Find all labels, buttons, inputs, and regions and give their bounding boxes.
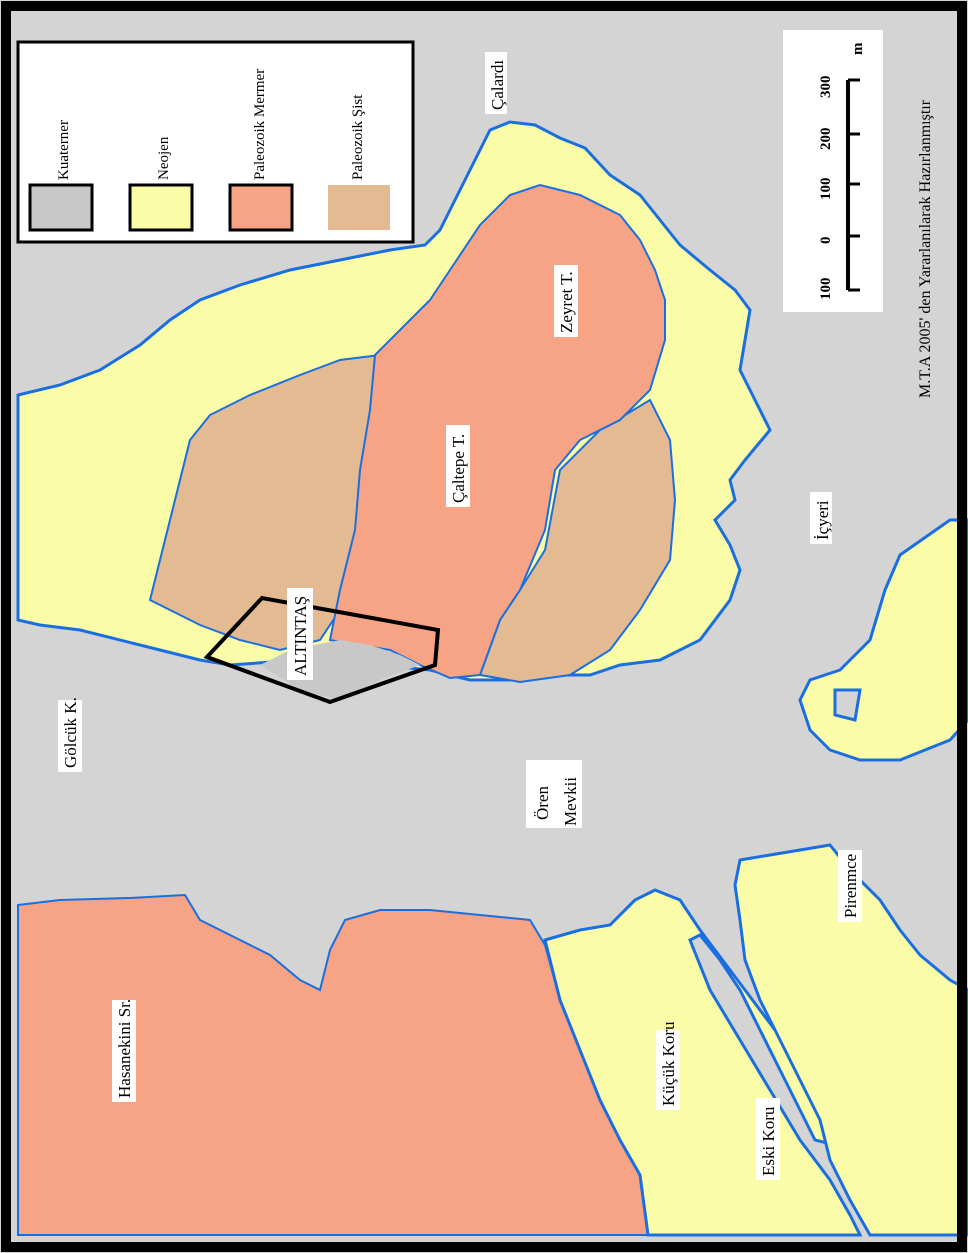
label-mevkii-text: Mevkii (561, 777, 580, 826)
label-calardi: Çalardı (485, 52, 507, 114)
label-hasanekini: Hasanekini Sr. (112, 999, 136, 1102)
map-credit: M.T.A 2005' den Yararlanılarak Hazırlanm… (917, 99, 934, 398)
label-kucuk-koru-text: Küçük Koru (659, 1021, 678, 1106)
scale-bar: m 100 0 100 200 300 (783, 30, 883, 312)
legend-swatch-paleozoik-sist (328, 185, 390, 230)
label-pirenmce-text: Pirenmce (841, 854, 860, 918)
scale-tick-label: 100 (818, 278, 834, 301)
scale-tick-label: 200 (818, 128, 834, 151)
legend-label-kuaterner: Kuaterner (56, 120, 72, 180)
label-caltepe-text: Çaltepe T. (449, 434, 468, 503)
legend-swatch-paleozoik-mermer (228, 183, 294, 232)
neojen-koru-area (543, 888, 863, 1237)
label-zeyret-text: Zeyret T. (557, 271, 576, 333)
scale-bar-box (783, 30, 883, 312)
legend-label-paleozoik-sist: Paleozoik Şist (350, 94, 366, 180)
legend-label-paleozoik-mermer: Paleozoik Mermer (252, 69, 268, 180)
label-calardi-text: Çalardı (488, 60, 507, 110)
legend-label-neojen: Neojen (156, 136, 172, 180)
label-golcuk: Gölcük K. (58, 697, 82, 772)
legend: Kuaterner Neojen Paleozoik Mermer Paleoz… (16, 40, 415, 244)
label-altintas-text: ALTINTAŞ (291, 596, 310, 676)
label-caltepe: Çaltepe T. (446, 425, 470, 507)
label-icyeri-text: İçyeri (813, 500, 832, 540)
label-oren-text: Ören (533, 786, 552, 820)
label-icyeri: İçyeri (810, 492, 832, 544)
label-kucuk-koru: Küçük Koru (656, 1021, 680, 1110)
label-hasanekini-text: Hasanekini Sr. (115, 999, 134, 1098)
paleozoik-mermer-caltepe (328, 183, 666, 680)
label-eski-koru-text: Eski Koru (759, 1106, 778, 1176)
paleozoik-sist-east (478, 398, 677, 684)
scale-tick-label: 0 (818, 237, 834, 245)
scale-tick-label: 100 (818, 178, 834, 201)
label-eski-koru: Eski Koru (756, 1098, 780, 1180)
label-pirenmce: Pirenmce (838, 850, 862, 922)
label-altintas: ALTINTAŞ (287, 588, 313, 680)
label-zeyret: Zeyret T. (554, 265, 578, 337)
legend-swatch-kuaterner (28, 183, 94, 232)
scale-tick-label: 300 (818, 76, 834, 99)
altintas-boundary (203, 595, 441, 705)
label-oren-mevkii: Ören Mevkii (526, 760, 582, 828)
scale-unit: m (850, 42, 866, 55)
legend-swatch-neojen (128, 183, 194, 232)
label-golcuk-text: Gölcük K. (61, 697, 80, 768)
